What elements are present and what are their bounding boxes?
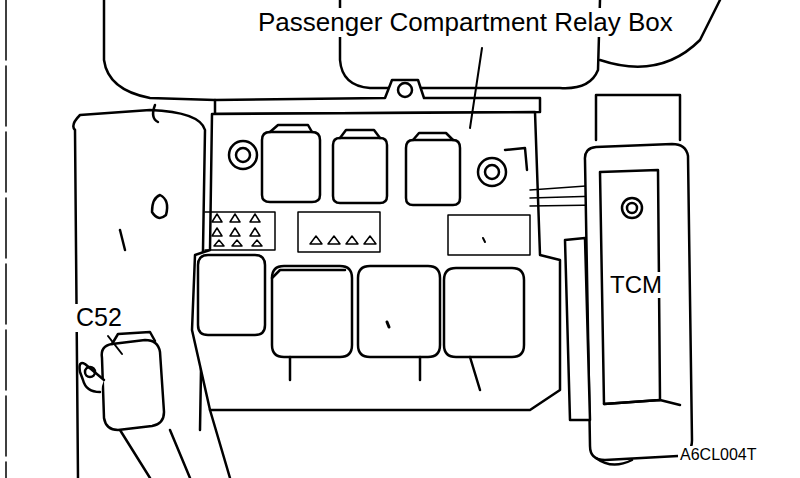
- part-label: TCM: [608, 272, 664, 298]
- figure-code: A6CL004T: [678, 446, 759, 464]
- part-label: Passenger Compartment Relay Box: [256, 8, 675, 37]
- connector-label: C52: [74, 304, 124, 332]
